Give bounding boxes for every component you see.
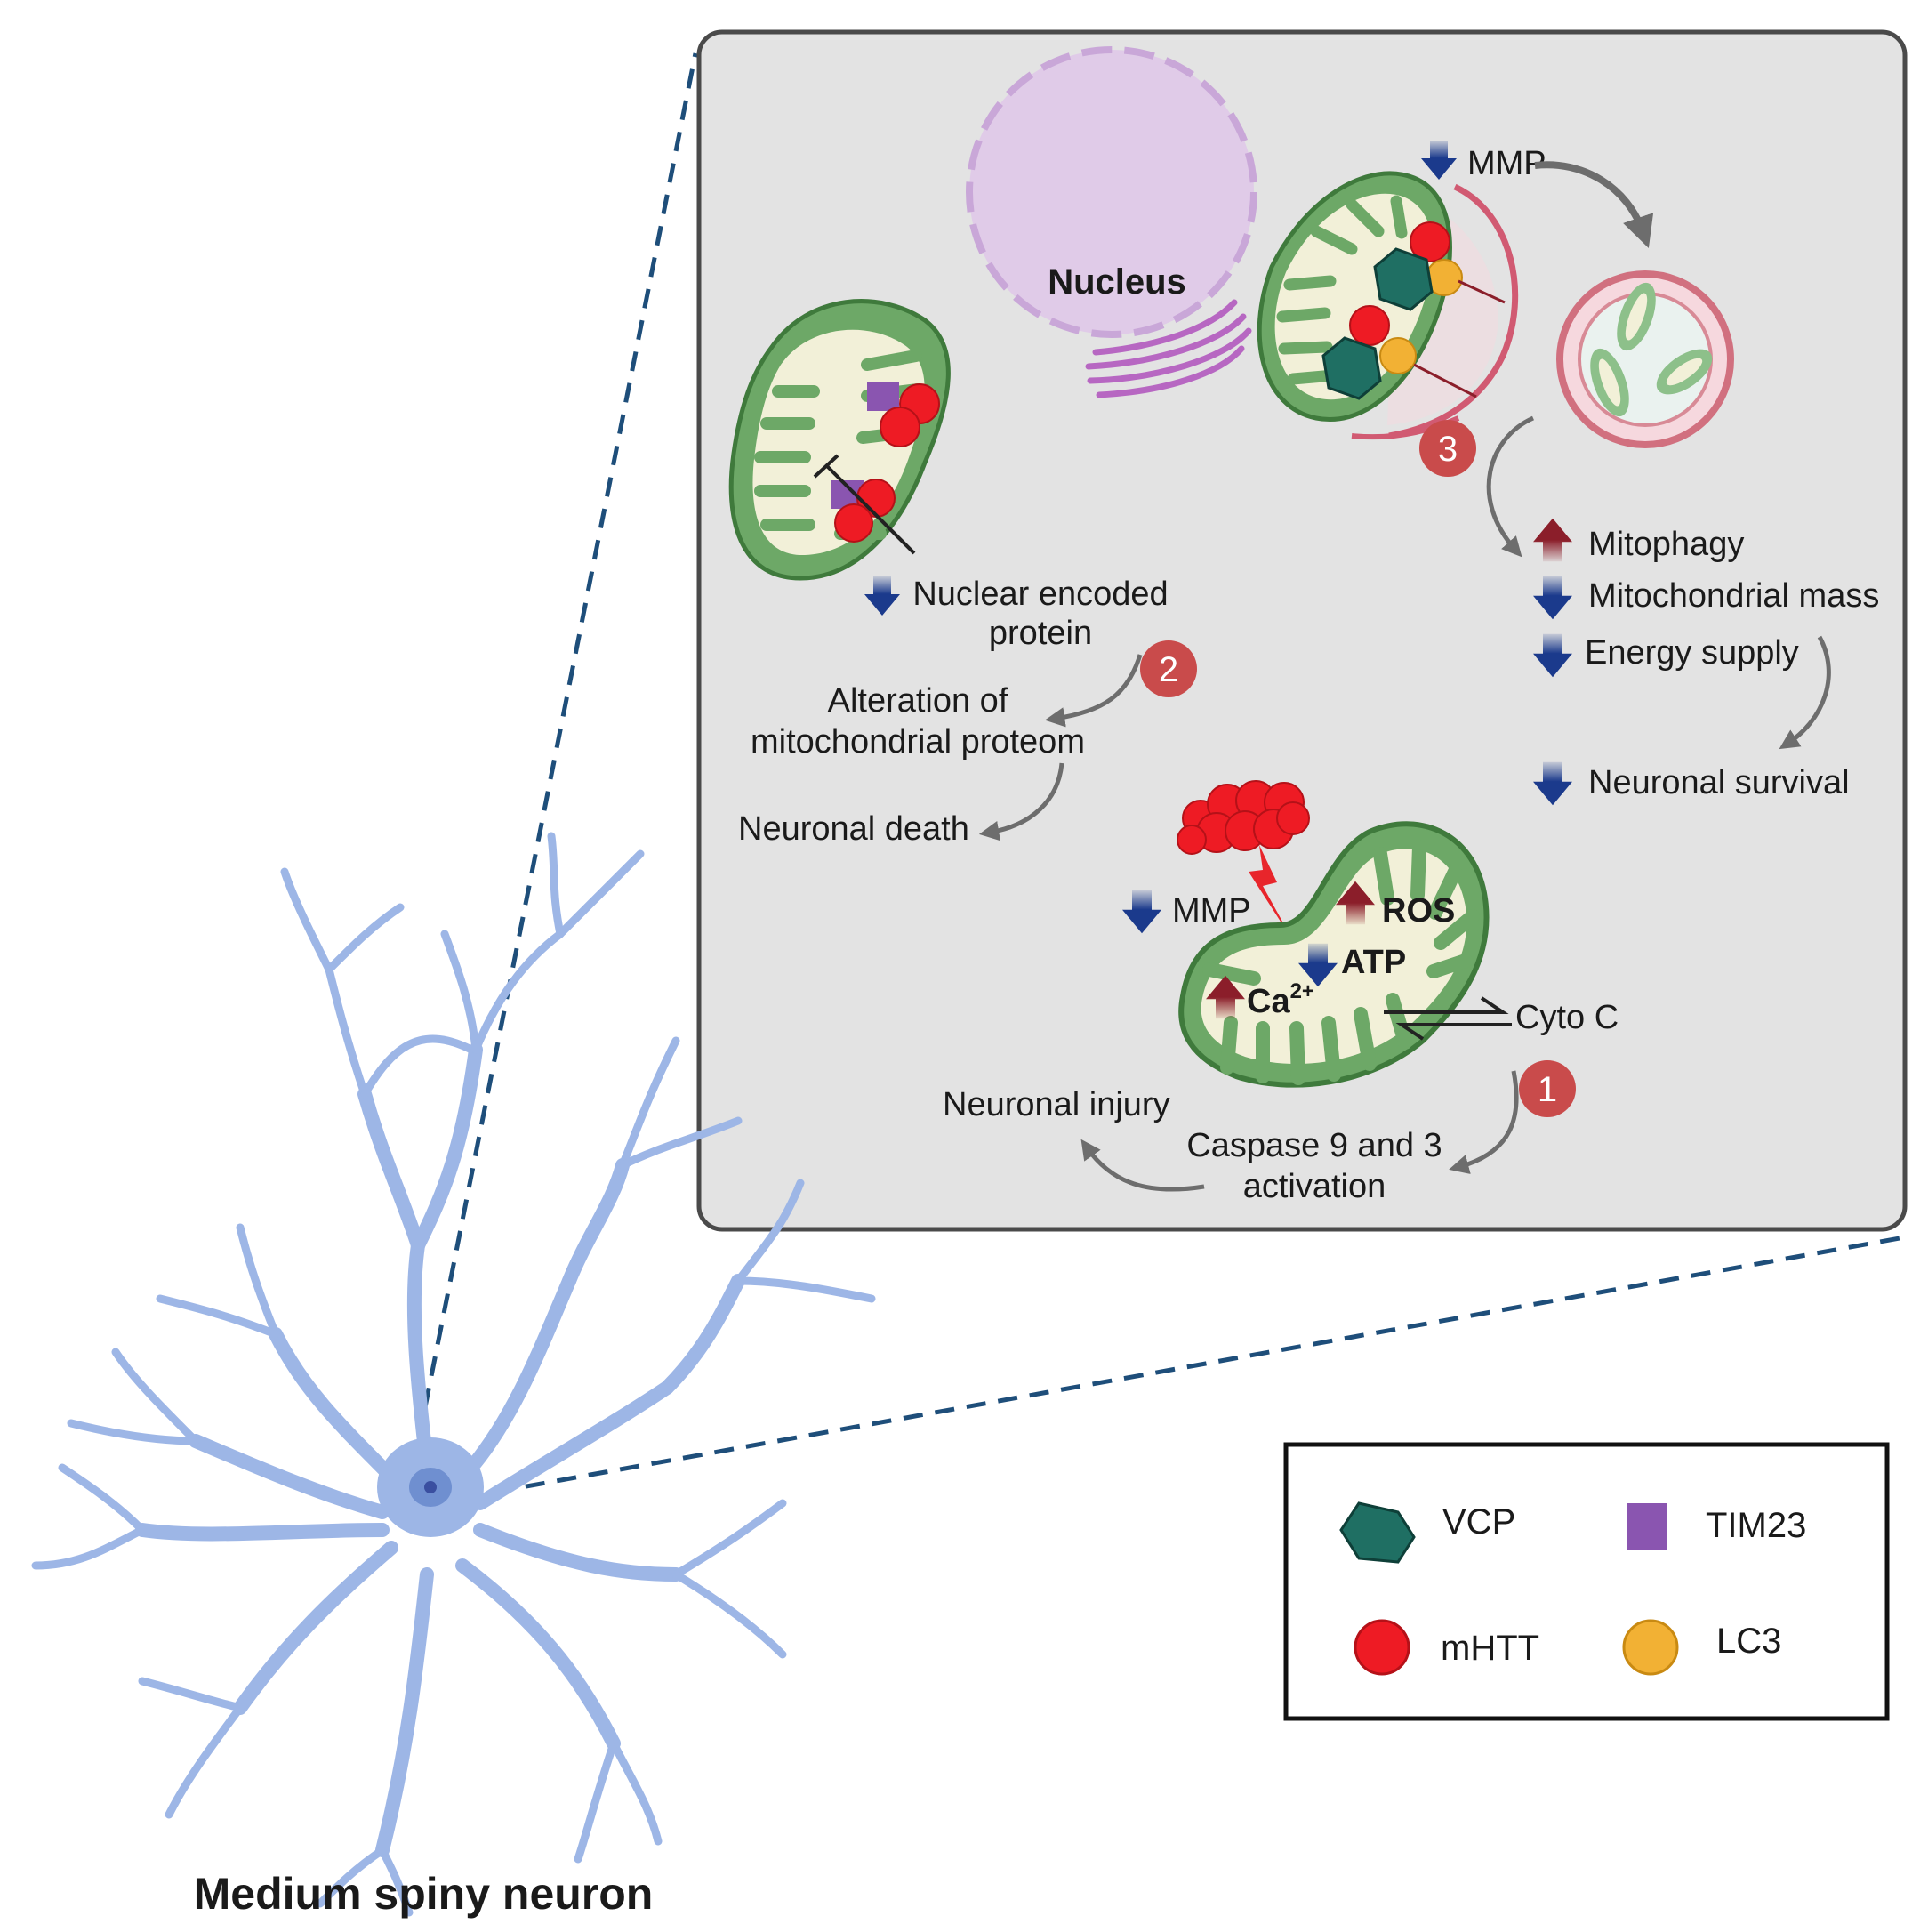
- mmp-bottom-label: MMP: [1172, 892, 1251, 930]
- legend-vcp-swatch: [1339, 1501, 1416, 1564]
- step-3-badge: 3: [1419, 420, 1476, 477]
- legend-tim23-swatch: [1627, 1503, 1667, 1550]
- caspase-label-line1: Caspase 9 and 3: [1186, 1127, 1442, 1164]
- nucleus-organelle: Nucleus: [966, 46, 1257, 398]
- arrow-cytoc-to-caspase: [1449, 1070, 1519, 1174]
- arrow-energy-to-survival: [1779, 635, 1831, 750]
- ros-label: ROS: [1382, 892, 1455, 930]
- legend-mhtt-label: mHTT: [1441, 1629, 1539, 1668]
- arrow-protein-to-alteration: [1044, 654, 1143, 728]
- cyto-c-label: Cyto C: [1515, 999, 1619, 1036]
- arrow-caspase-to-injury: [1080, 1139, 1205, 1192]
- mitophagy-label: Mitophagy: [1588, 526, 1744, 563]
- legend-lc3-label: LC3: [1716, 1622, 1781, 1661]
- svg-text:2: 2: [1159, 650, 1178, 689]
- atp-label: ATP: [1341, 944, 1406, 981]
- alteration-label-line1: Alteration of: [828, 682, 1008, 720]
- neuronal-injury-label: Neuronal injury: [943, 1086, 1170, 1123]
- cyto-c-equilibrium-arrows: [1384, 996, 1512, 1041]
- arrow-to-mitophagy: [1486, 415, 1535, 558]
- lightning-bolt: [1249, 845, 1298, 978]
- survival-label: Neuronal survival: [1588, 764, 1850, 801]
- step-2-badge: 2: [1140, 640, 1197, 697]
- ca-label: Ca2+: [1247, 979, 1314, 1020]
- mitochondrion-tim23: [728, 299, 951, 581]
- mitochondrion-vcp: [1257, 171, 1506, 422]
- alteration-label-line2: mitochondrial proteom: [751, 723, 1085, 761]
- neuron-illustration: [31, 832, 876, 1917]
- ca-superscript: 2+: [1290, 979, 1314, 1003]
- neuron-label: Medium spiny neuron: [194, 1869, 654, 1919]
- arrow-mmp-to-autophagosome: [1534, 161, 1654, 249]
- neuronal-death-label: Neuronal death: [738, 810, 969, 848]
- step-1-badge: 1: [1519, 1060, 1576, 1117]
- protein-label: protein: [989, 615, 1092, 652]
- legend: VCP TIM23 mHTT LC3: [1283, 1442, 1890, 1721]
- energy-label: Energy supply: [1585, 634, 1799, 672]
- legend-mhtt-swatch: [1354, 1619, 1410, 1676]
- legend-tim23-label: TIM23: [1706, 1506, 1806, 1545]
- autophagosome: [1556, 270, 1734, 448]
- mitochondrion-main: [1178, 821, 1490, 1088]
- arrow-alteration-to-death: [978, 762, 1064, 841]
- mmp-top-label: MMP: [1467, 145, 1546, 182]
- svg-text:3: 3: [1438, 430, 1458, 469]
- legend-vcp-label: VCP: [1442, 1502, 1515, 1542]
- legend-lc3-swatch: [1622, 1619, 1679, 1676]
- caspase-label-line2: activation: [1243, 1168, 1386, 1205]
- nuclear-encoded-label: Nuclear encoded: [912, 576, 1168, 613]
- mhtt-aggregate: [1177, 780, 1310, 855]
- neuron-nucleolus: [424, 1481, 437, 1493]
- endoplasmic-reticulum: [1085, 299, 1252, 398]
- nucleus-label: Nucleus: [1048, 262, 1186, 302]
- svg-text:1: 1: [1538, 1070, 1557, 1109]
- zoom-guide-lines: [422, 52, 1900, 1501]
- mito-mass-label: Mitochondrial mass: [1588, 577, 1879, 615]
- ca-text: Ca: [1247, 983, 1290, 1020]
